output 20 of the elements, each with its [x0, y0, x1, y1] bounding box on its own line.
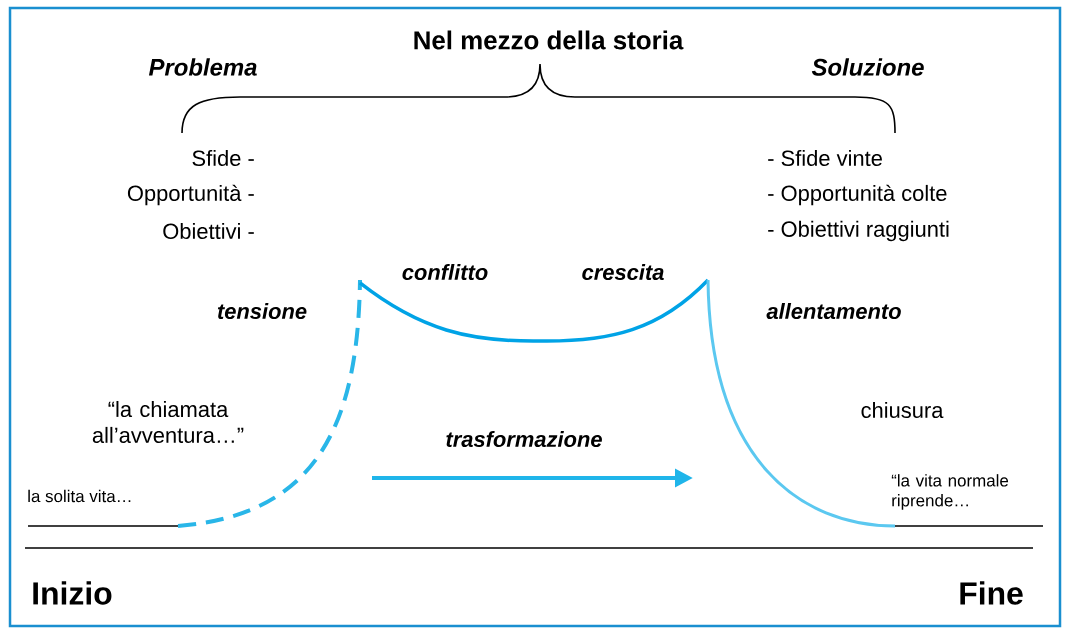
title-text: Nel mezzo della storia	[414, 30, 684, 50]
stage-label: allentamento	[766, 302, 901, 320]
list-item: Sfide -	[192, 149, 254, 167]
stage-label: crescita	[582, 263, 664, 281]
list-item: - Obiettivi raggiunti	[768, 220, 949, 242]
stage-label: trasformazione	[446, 430, 602, 448]
heading: Problema	[148, 58, 257, 76]
stage-label: conflitto	[402, 263, 488, 281]
quote-text: “la chiamata all’avventura…”	[92, 401, 244, 443]
stage-label: chiusura	[861, 401, 944, 419]
list-item: - Sfide vinte	[768, 149, 882, 167]
axis-label: Fine	[960, 581, 1023, 605]
list-item: Opportunità -	[127, 184, 254, 206]
heading: Soluzione	[811, 58, 924, 76]
axis-label: Inizio	[33, 581, 112, 605]
quote-text: “la vita normale riprende…	[891, 474, 1009, 510]
list-item: - Opportunità colte	[768, 184, 947, 206]
stage-label: tensione	[217, 302, 307, 320]
caption-text: la solita vita…	[28, 489, 131, 503]
list-item: Obiettivi -	[163, 222, 254, 240]
